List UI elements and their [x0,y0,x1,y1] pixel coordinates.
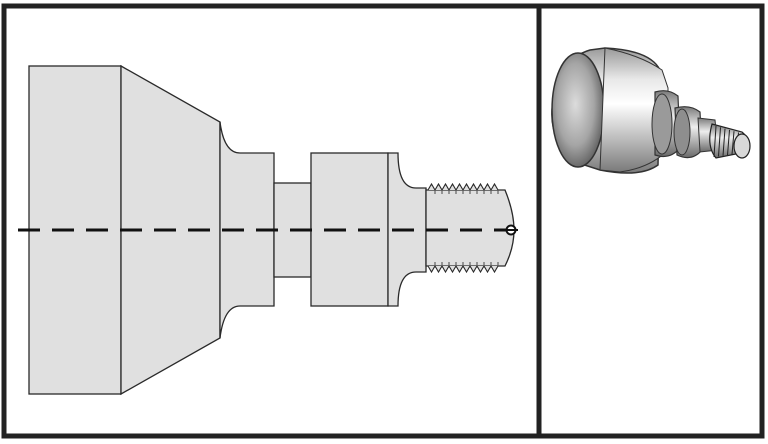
step-section [219,121,275,339]
iso-thread-line [731,131,735,155]
iso-thread-face [733,133,751,159]
iso-thread-line [713,125,717,158]
iso-large-face [551,52,605,168]
iso-thread-line [727,129,730,156]
isometric-view [551,47,751,174]
iso-collar-face [673,108,691,156]
iso-step-face [651,93,673,155]
iso-thread-line [718,127,721,157]
thread-teeth [427,182,499,274]
iso-thread-line [722,128,726,156]
threaded-end [425,189,515,267]
